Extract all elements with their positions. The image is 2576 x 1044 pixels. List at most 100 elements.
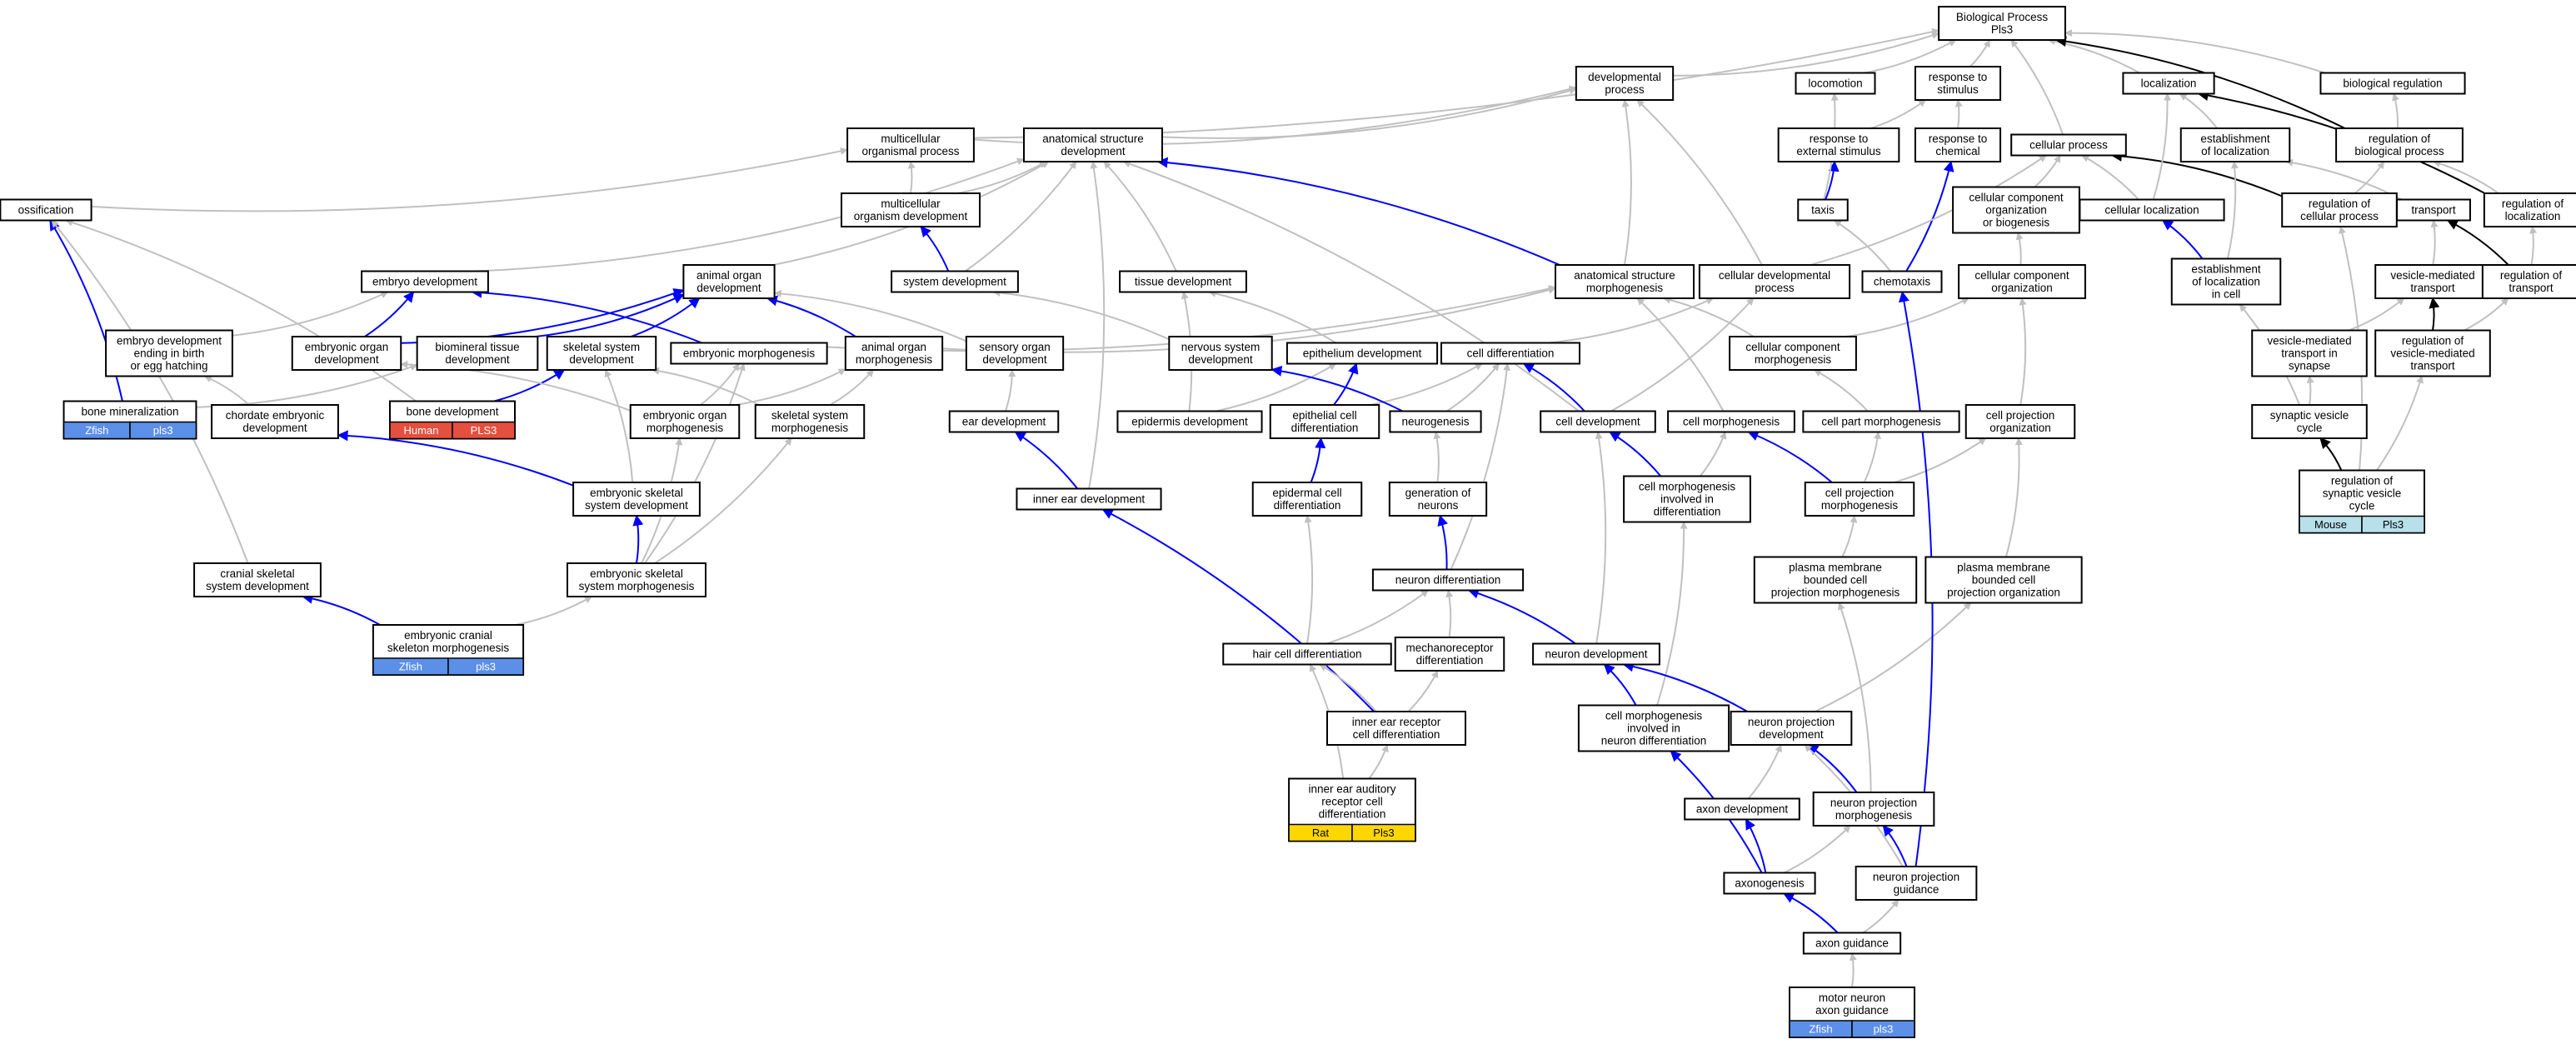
node-hcd[interactable]: hair cell differentiation: [1222, 642, 1392, 666]
node-nd[interactable]: neuron differentiation: [1371, 568, 1525, 592]
node-label-line: regulation of: [2331, 475, 2394, 487]
node-box: [2251, 404, 2368, 439]
node-cdiff[interactable]: cell differentiation: [1440, 342, 1580, 365]
node-axd[interactable]: axon development: [1684, 797, 1800, 821]
node-tran[interactable]: transport: [2396, 198, 2471, 222]
node-chem[interactable]: chemotaxis: [1861, 270, 1943, 293]
node-sysd[interactable]: system development: [891, 270, 1019, 293]
edge-bdev-to-ssd: [494, 369, 566, 402]
node-epid[interactable]: epidermis development: [1116, 410, 1263, 433]
node-emm[interactable]: embryonic morphogenesis: [670, 342, 828, 365]
node-eard[interactable]: ear development: [948, 410, 1060, 433]
edge-btd-to-aod: [536, 293, 685, 337]
node-neur[interactable]: neurogenesis: [1389, 410, 1482, 433]
node-emd[interactable]: embryo development: [361, 270, 489, 293]
node-cpm[interactable]: cell part morphogenesis: [1802, 410, 1960, 433]
node-box: [105, 329, 233, 377]
node-tisd[interactable]: tissue development: [1119, 270, 1247, 293]
edge-axgu-to-npg: [1862, 899, 1900, 934]
node-label-line: establishment: [2200, 132, 2270, 145]
node-taxis[interactable]: taxis: [1797, 198, 1849, 222]
node-loc[interactable]: localization: [2122, 72, 2215, 95]
node-ndev[interactable]: neuron development: [1532, 642, 1660, 666]
edge-vmts-to-vmt: [2348, 297, 2405, 332]
node-breg[interactable]: biological regulation: [2319, 72, 2466, 95]
node-label-line: axon development: [1696, 803, 1789, 816]
node-cp[interactable]: cellular process: [2010, 133, 2127, 157]
edge-eolc-to-cloc: [2161, 219, 2204, 260]
node-axgu[interactable]: axon guidance: [1802, 932, 1902, 955]
node-ied[interactable]: inner ear development: [1016, 487, 1162, 511]
node-loco[interactable]: locomotion: [1795, 72, 1876, 95]
node-label-line: cycle: [2349, 500, 2375, 512]
node-label-line: ear development: [962, 416, 1046, 428]
node-axg[interactable]: axonogenesis: [1723, 872, 1816, 895]
node-cloc[interactable]: cellular localization: [2079, 198, 2225, 222]
node-label-line: skeleton morphogenesis: [387, 642, 510, 654]
node-oss[interactable]: ossification: [0, 198, 92, 222]
node-cdev[interactable]: cell development: [1540, 410, 1656, 433]
node-epd[interactable]: epithelium development: [1286, 342, 1439, 365]
node-cmor[interactable]: cell morphogenesis: [1667, 410, 1795, 433]
node-label-line: multicellular: [881, 197, 941, 210]
edge-ieard-to-iercd: [1368, 744, 1389, 780]
